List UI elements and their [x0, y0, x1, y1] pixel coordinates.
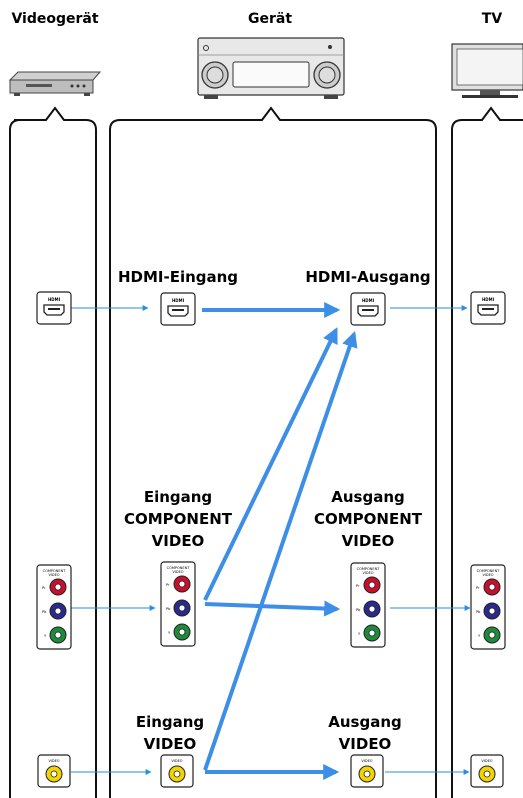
label-hdmi-in: HDMI-Eingang: [118, 268, 238, 286]
label-comp-out-1: Ausgang: [331, 488, 405, 506]
label-comp-in-2: COMPONENT: [124, 510, 233, 528]
hdmi-jack-receiver-out: [350, 292, 386, 326]
tv-icon: [451, 43, 523, 98]
label-comp-out-3: VIDEO: [342, 532, 395, 550]
component-jack-tv: [470, 564, 506, 650]
video-jack-receiver-out: [350, 754, 384, 788]
video-jack-receiver-in: [160, 754, 194, 788]
video-player-icon: [8, 71, 102, 96]
tv-panel: [451, 106, 523, 798]
av-receiver-icon: [197, 37, 345, 99]
label-hdmi-out: HDMI-Ausgang: [305, 268, 430, 286]
video-jack-tv: [470, 754, 504, 788]
video-jack-source: [37, 754, 71, 788]
hdmi-jack-receiver-in: [160, 292, 196, 326]
header-receiver: Gerät: [248, 11, 292, 27]
label-video-out-2: VIDEO: [339, 735, 392, 753]
label-video-in-1: Eingang: [136, 713, 204, 731]
signal-component-to-component: [204, 600, 341, 617]
receiver-panel: [109, 106, 437, 798]
component-jack-source: [36, 564, 72, 650]
label-video-out-1: Ausgang: [328, 713, 402, 731]
signal-video-to-hdmi: [203, 330, 358, 771]
label-comp-out-2: COMPONENT: [314, 510, 423, 528]
signal-component-to-hdmi: [203, 327, 338, 601]
component-jack-receiver-out: [350, 562, 386, 648]
header-tv: TV: [482, 11, 503, 27]
hdmi-jack-tv: [470, 291, 506, 325]
label-comp-in-3: VIDEO: [152, 532, 205, 550]
label-comp-in-1: Eingang: [144, 488, 212, 506]
label-video-in-2: VIDEO: [144, 735, 197, 753]
hdmi-jack-source: [36, 291, 72, 325]
source-panel: [9, 106, 97, 798]
header-source: Videogerät: [11, 11, 98, 27]
component-jack-receiver-in: [160, 561, 196, 647]
